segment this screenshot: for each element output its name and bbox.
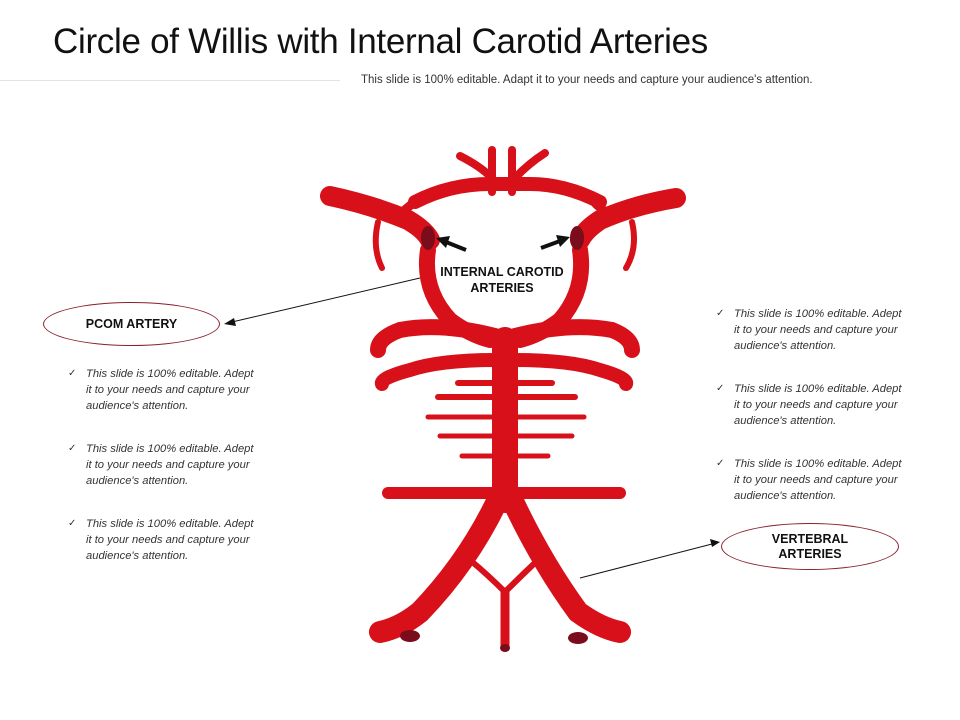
page-subtitle: This slide is 100% editable. Adapt it to… [361, 74, 813, 86]
superior-cerebellar-right [508, 353, 634, 391]
check-icon: ✓ [68, 368, 77, 379]
bullet-text: This slide is 100% editable. Adept it to… [734, 308, 902, 352]
vertebral-opening-left [400, 630, 420, 642]
posterior-cerebral-left [370, 319, 503, 358]
check-icon: ✓ [716, 308, 725, 319]
arrow-to-right-carotid [540, 239, 561, 250]
internal-carotid-label: INTERNAL CAROTID ARTERIES [420, 264, 584, 296]
right-bullet-list: ✓ This slide is 100% editable. Adept it … [716, 306, 906, 531]
spinal-opening [500, 644, 510, 652]
bullet-text: This slide is 100% editable. Adept it to… [86, 368, 254, 412]
internal-carotid-label-line1: INTERNAL CAROTID [440, 265, 564, 279]
page-title: Circle of Willis with Internal Carotid A… [53, 22, 708, 61]
bullet-text: This slide is 100% editable. Adept it to… [86, 518, 254, 562]
bullet-text: This slide is 100% editable. Adept it to… [734, 383, 902, 427]
anterior-branch-right [511, 149, 549, 182]
bullet-text: This slide is 100% editable. Adept it to… [734, 458, 902, 502]
list-item: ✓ This slide is 100% editable. Adept it … [68, 366, 258, 414]
mca-left-branch [372, 219, 385, 271]
middle-cerebral-artery-right [570, 188, 686, 250]
left-bullet-list: ✓ This slide is 100% editable. Adept it … [68, 366, 258, 591]
mca-right-branch-2 [591, 199, 617, 223]
vertebral-artery-right [499, 484, 631, 643]
check-icon: ✓ [68, 518, 77, 529]
check-icon: ✓ [68, 443, 77, 454]
pointer-head-pcom [224, 318, 236, 326]
vertebral-arteries-label: VERTEBRAL ARTERIES [721, 523, 899, 570]
vertebral-label-line1: VERTEBRAL [771, 531, 849, 546]
arrow-to-left-carotid [445, 240, 467, 252]
internal-carotid-opening-left [421, 226, 435, 250]
anterior-branch-left [456, 152, 496, 182]
pointer-to-pcom [231, 277, 421, 323]
mca-right-branch [623, 219, 637, 271]
bullet-text: This slide is 100% editable. Adept it to… [86, 443, 254, 487]
check-icon: ✓ [716, 383, 725, 394]
anterior-cerebral-artery [408, 177, 607, 209]
vertebral-label-line2: ARTERIES [778, 546, 842, 561]
vertebral-opening-right [568, 632, 588, 644]
pointer-to-vertebral [579, 543, 713, 579]
list-item: ✓ This slide is 100% editable. Adept it … [68, 516, 258, 564]
vertebral-artery-left [369, 484, 511, 643]
internal-carotid-opening-right [570, 226, 584, 250]
superior-cerebellar-left [374, 353, 502, 391]
list-item: ✓ This slide is 100% editable. Adept it … [68, 441, 258, 489]
anterior-spinal-left [467, 557, 508, 595]
title-divider [0, 80, 340, 81]
list-item: ✓ This slide is 100% editable. Adept it … [716, 306, 906, 354]
list-item: ✓ This slide is 100% editable. Adept it … [716, 456, 906, 504]
arrow-head-right [556, 235, 570, 247]
check-icon: ✓ [716, 458, 725, 469]
pointer-head-vertebral [710, 539, 720, 547]
arrow-head-left [436, 236, 450, 248]
list-item: ✓ This slide is 100% editable. Adept it … [716, 381, 906, 429]
pcom-artery-label: PCOM ARTERY [43, 302, 220, 346]
anterior-spinal-right [502, 557, 541, 595]
internal-carotid-label-line2: ARTERIES [470, 281, 534, 295]
posterior-cerebral-right [507, 319, 640, 358]
mca-left-branch-2 [390, 199, 417, 223]
